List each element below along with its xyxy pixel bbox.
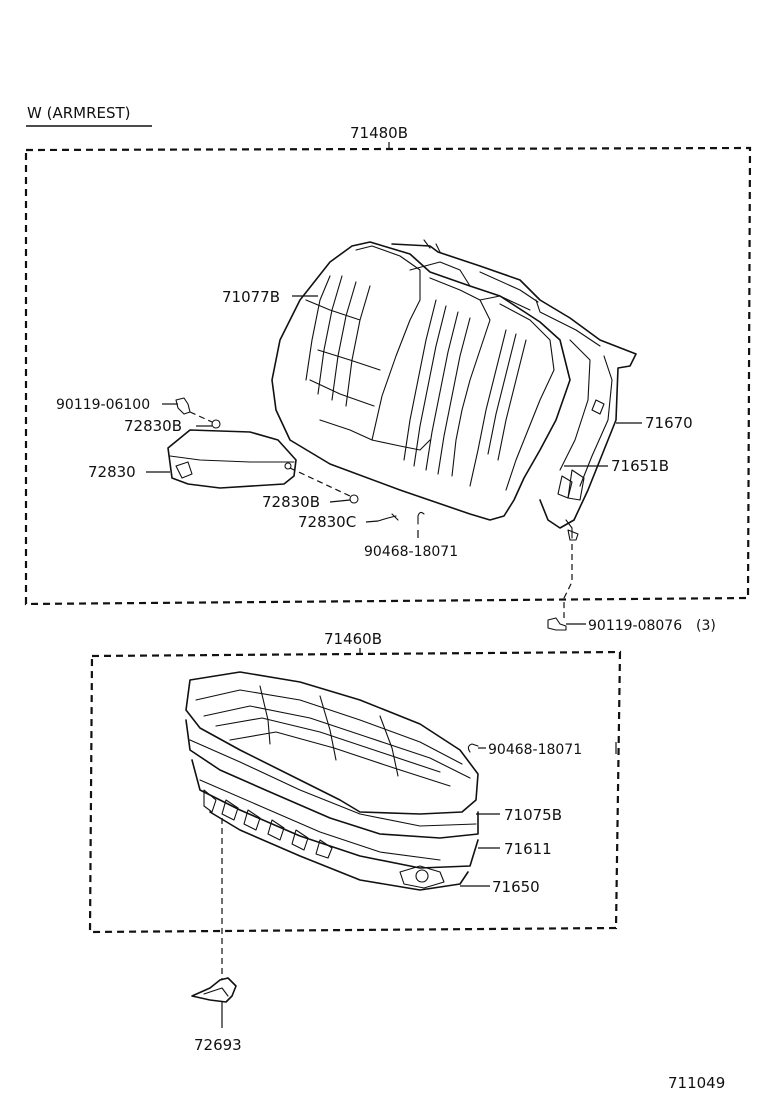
part-90468-18071-cushion[interactable]: 90468-18071 xyxy=(488,742,582,758)
clip-icon xyxy=(377,513,399,522)
variant-label: W (ARMREST) xyxy=(27,104,131,122)
part-90119-08076[interactable]: 90119-08076 xyxy=(588,618,682,634)
part-72693[interactable]: 72693 xyxy=(194,1036,242,1054)
part-72830B-upper[interactable]: 72830B xyxy=(124,417,182,435)
armrest-illustration xyxy=(167,429,297,489)
seat-back-assembly-label[interactable]: 71480B xyxy=(350,124,408,142)
hog-ring-cushion-icon xyxy=(467,743,479,753)
bushing-lower-icon xyxy=(349,494,359,504)
part-90119-08076-qty: (3) xyxy=(696,618,716,634)
fastener-bolt-upper-icon xyxy=(175,397,191,415)
seatback-cover-illustration xyxy=(271,241,571,521)
seat-cushion-illustration xyxy=(185,671,479,891)
diagram-number: 711049 xyxy=(668,1074,725,1092)
part-72830[interactable]: 72830 xyxy=(88,463,136,481)
dash-armrest-link xyxy=(289,467,351,497)
hog-ring-back-icon xyxy=(417,511,425,525)
dash-bolt-upper xyxy=(189,411,213,423)
part-90119-06100[interactable]: 90119-06100 xyxy=(56,397,150,413)
part-72830B-lower[interactable]: 72830B xyxy=(262,493,320,511)
part-71650[interactable]: 71650 xyxy=(492,878,540,896)
part-71651B[interactable]: 71651B xyxy=(611,457,669,475)
seat-back-assembly-box xyxy=(24,146,752,606)
frame-bolt-icon xyxy=(547,617,567,631)
leader-bushing-lower xyxy=(329,499,351,503)
part-90468-18071-back[interactable]: 90468-18071 xyxy=(364,544,458,560)
seat-cushion-assembly-box xyxy=(88,650,622,934)
dash-frame-bolt xyxy=(563,544,573,618)
part-71075B[interactable]: 71075B xyxy=(504,806,562,824)
hook-illustration xyxy=(191,977,237,1003)
part-71611[interactable]: 71611 xyxy=(504,840,552,858)
part-71077B[interactable]: 71077B xyxy=(222,288,280,306)
leader-clip xyxy=(365,520,379,523)
seatback-pad-illustration xyxy=(391,239,637,541)
bushing-upper-icon xyxy=(211,419,221,429)
part-71670[interactable]: 71670 xyxy=(645,414,693,432)
seat-cushion-assembly-label[interactable]: 71460B xyxy=(324,630,382,648)
part-72830C[interactable]: 72830C xyxy=(298,513,356,531)
